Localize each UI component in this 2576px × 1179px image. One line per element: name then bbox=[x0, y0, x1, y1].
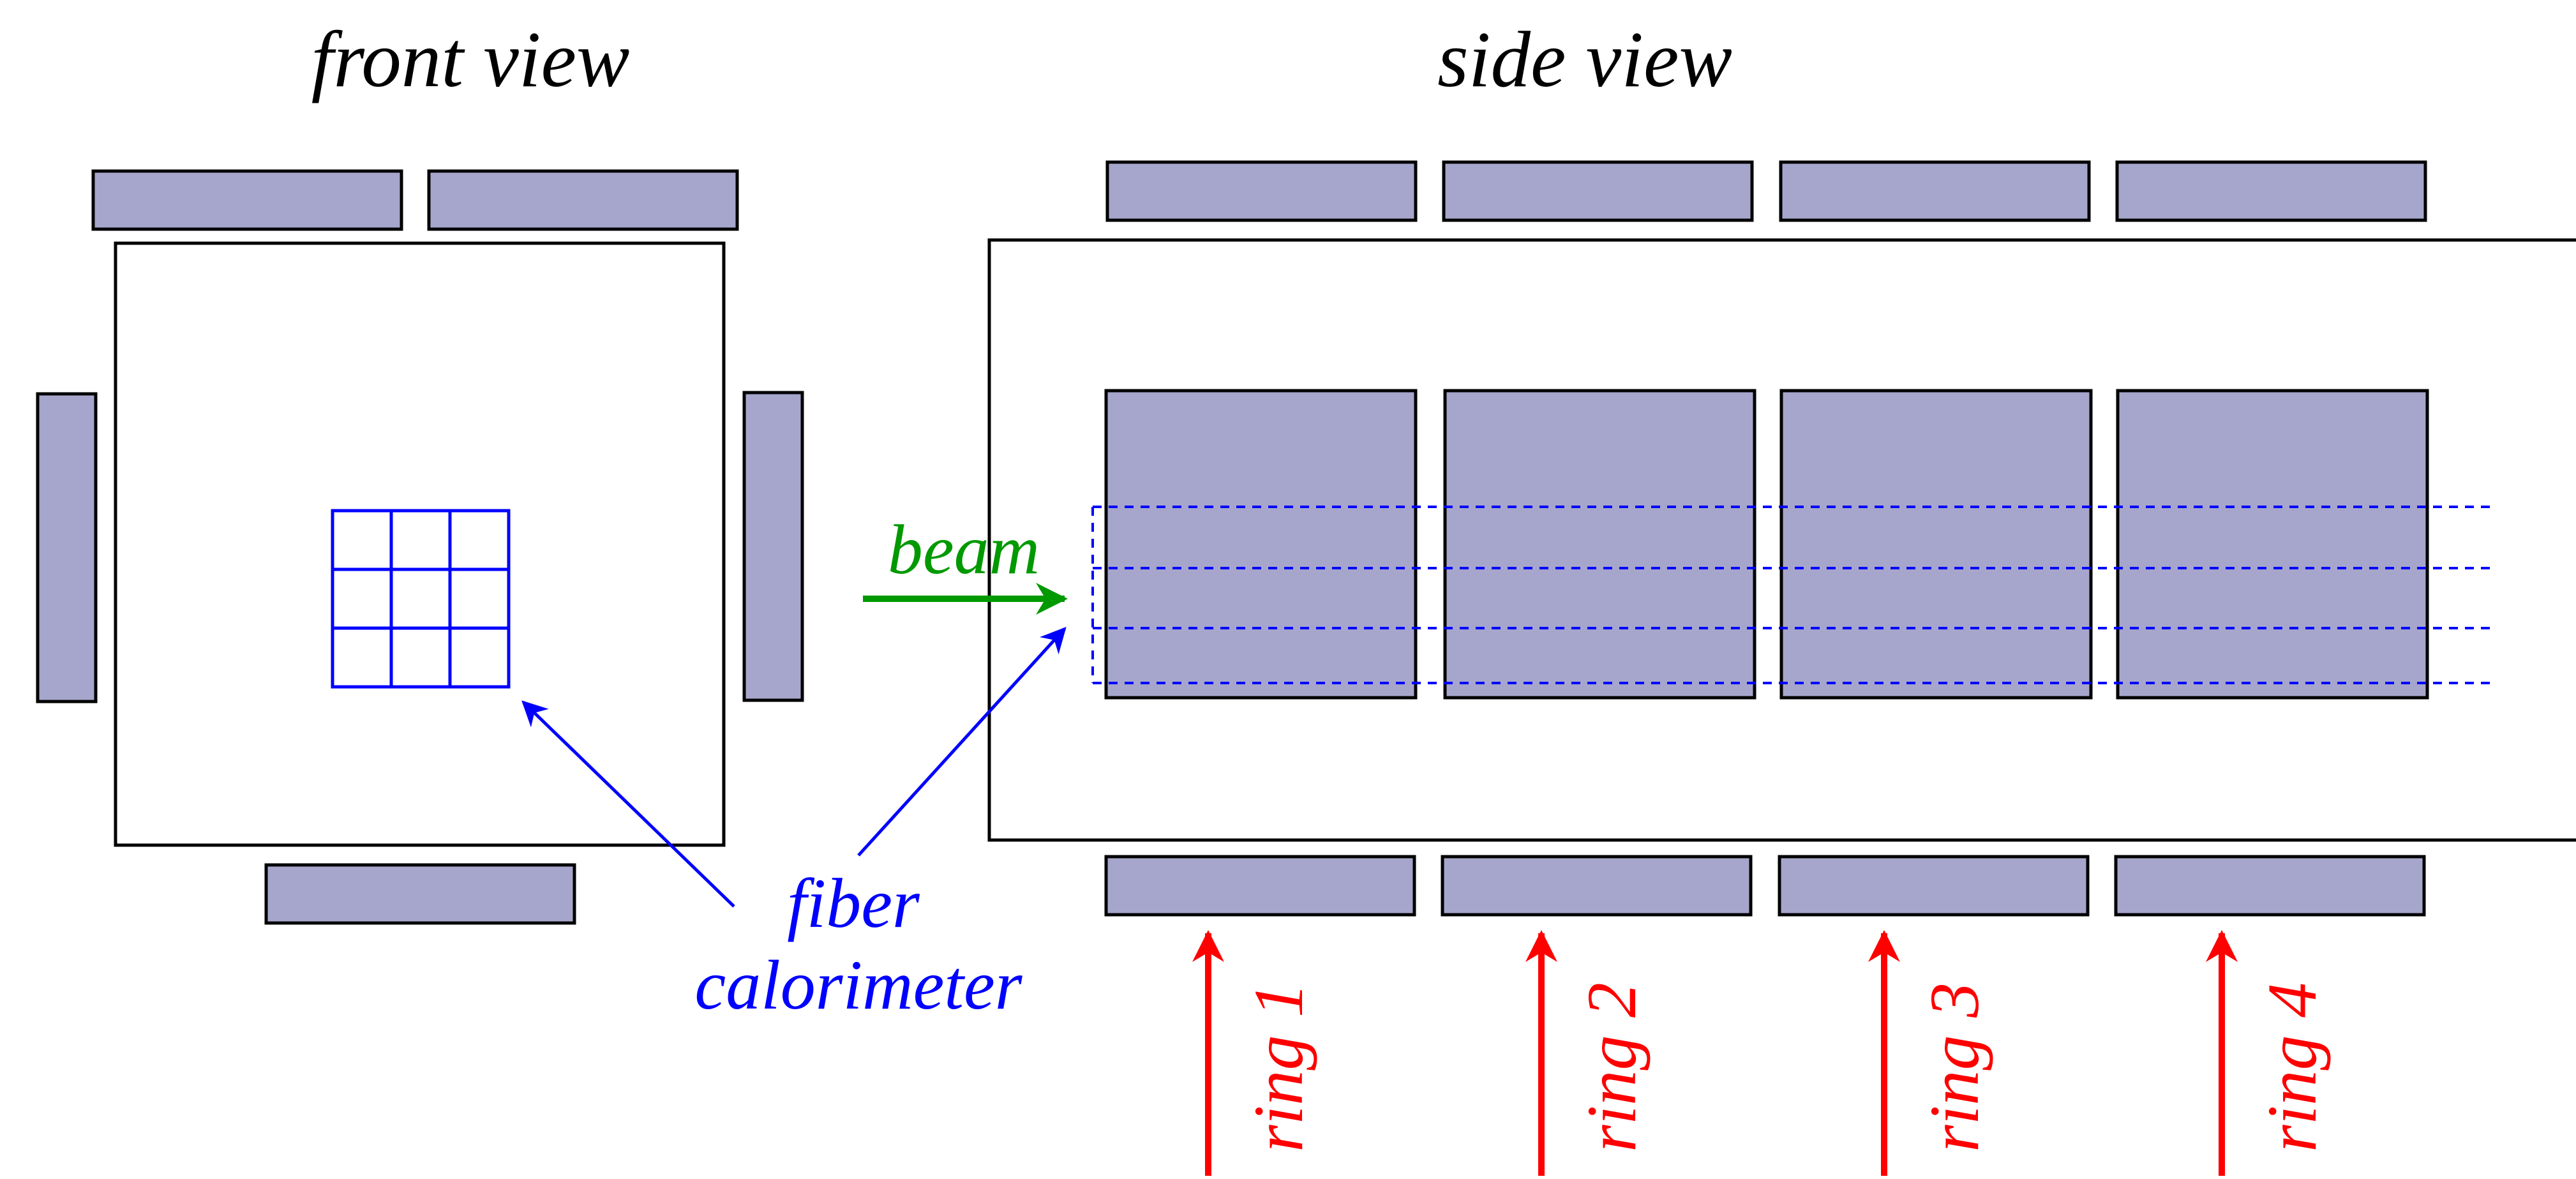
side-middle-block-2 bbox=[1443, 389, 1756, 700]
ring-4-label: ring 4 bbox=[2253, 982, 2331, 1152]
side-middle-block-4 bbox=[2116, 389, 2429, 700]
ring-4-indicator: ring 4 bbox=[2206, 930, 2331, 1176]
side-top-block-1 bbox=[1105, 160, 1418, 222]
front-view-title: front view bbox=[311, 16, 630, 104]
beam-indicator: beam bbox=[863, 511, 1068, 615]
side-view bbox=[987, 160, 2576, 917]
fiber-label: fiber bbox=[787, 864, 920, 942]
side-view-frame bbox=[987, 238, 2576, 842]
side-bottom-block-3 bbox=[1778, 855, 2090, 917]
side-top-block-3 bbox=[1779, 160, 2091, 222]
side-middle-block-1 bbox=[1104, 389, 1418, 700]
fiber-calorimeter-callout: fiber calorimeter bbox=[521, 627, 1067, 1024]
ring-1-label: ring 1 bbox=[1239, 982, 1317, 1152]
side-top-block-2 bbox=[1442, 160, 1754, 222]
ring-2-label: ring 2 bbox=[1573, 982, 1651, 1152]
front-top-block-left bbox=[91, 169, 403, 231]
callout-arrow-side bbox=[857, 627, 1067, 857]
fiber-calorimeter-grid bbox=[331, 509, 511, 689]
side-top-block-4 bbox=[2115, 160, 2427, 222]
callout-arrow-front bbox=[521, 700, 735, 908]
side-bottom-block-4 bbox=[2114, 855, 2426, 917]
ring-3-label: ring 3 bbox=[1915, 982, 1993, 1152]
front-view bbox=[36, 169, 804, 925]
side-bottom-block-1 bbox=[1104, 855, 1416, 917]
front-left-block bbox=[36, 392, 98, 703]
side-bottom-block-2 bbox=[1441, 855, 1753, 917]
side-middle-block-3 bbox=[1779, 389, 2093, 700]
front-top-block-right bbox=[427, 169, 739, 231]
ring-1-indicator: ring 1 bbox=[1192, 930, 1317, 1176]
ring-2-indicator: ring 2 bbox=[1525, 930, 1651, 1176]
side-view-title: side view bbox=[1437, 16, 1732, 104]
beam-label: beam bbox=[888, 511, 1040, 589]
front-view-frame bbox=[114, 241, 726, 847]
front-right-block bbox=[742, 391, 804, 702]
calorimeter-label: calorimeter bbox=[694, 946, 1022, 1024]
fiber-calorimeter-side bbox=[1091, 506, 2492, 684]
front-bottom-block bbox=[264, 863, 576, 925]
ring-3-indicator: ring 3 bbox=[1868, 930, 1993, 1176]
